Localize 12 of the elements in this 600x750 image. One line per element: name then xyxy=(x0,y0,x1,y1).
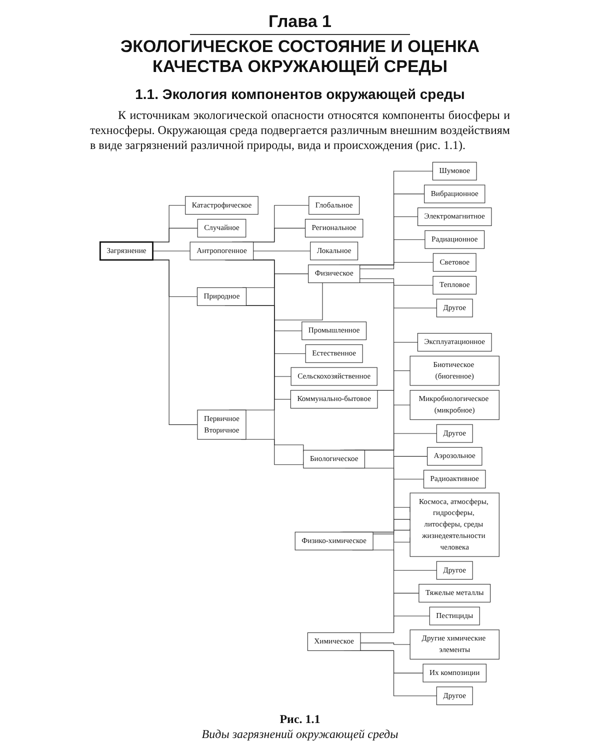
figure-caption: Виды загрязнений окружающей среды xyxy=(202,727,398,742)
connector xyxy=(360,642,411,645)
connector xyxy=(360,262,434,270)
title-heading: ЭКОЛОГИЧЕСКОЕ СОСТОЯНИЕ И ОЦЕНКА КАЧЕСТВА ОКРУЖАЮЩЕЙ СРЕДЫ xyxy=(119,37,481,78)
chapter-heading: Глава 1 xyxy=(268,12,332,32)
figure-number: Рис. 1.1 xyxy=(280,712,320,727)
connector xyxy=(373,528,411,534)
connector xyxy=(152,250,191,252)
connector xyxy=(253,250,311,252)
connector xyxy=(360,278,434,286)
section-heading: 1.1. Экология компонентов окружающей среды xyxy=(135,86,465,102)
intro-paragraph: К источникам экологической опасности относятся компоненты биосферы и техносферы. Окружающая среда подвергается различным внешним воздействиям в виде загрязнений различной природы, вида и происхождения (рис. 1.1). xyxy=(90,108,510,153)
